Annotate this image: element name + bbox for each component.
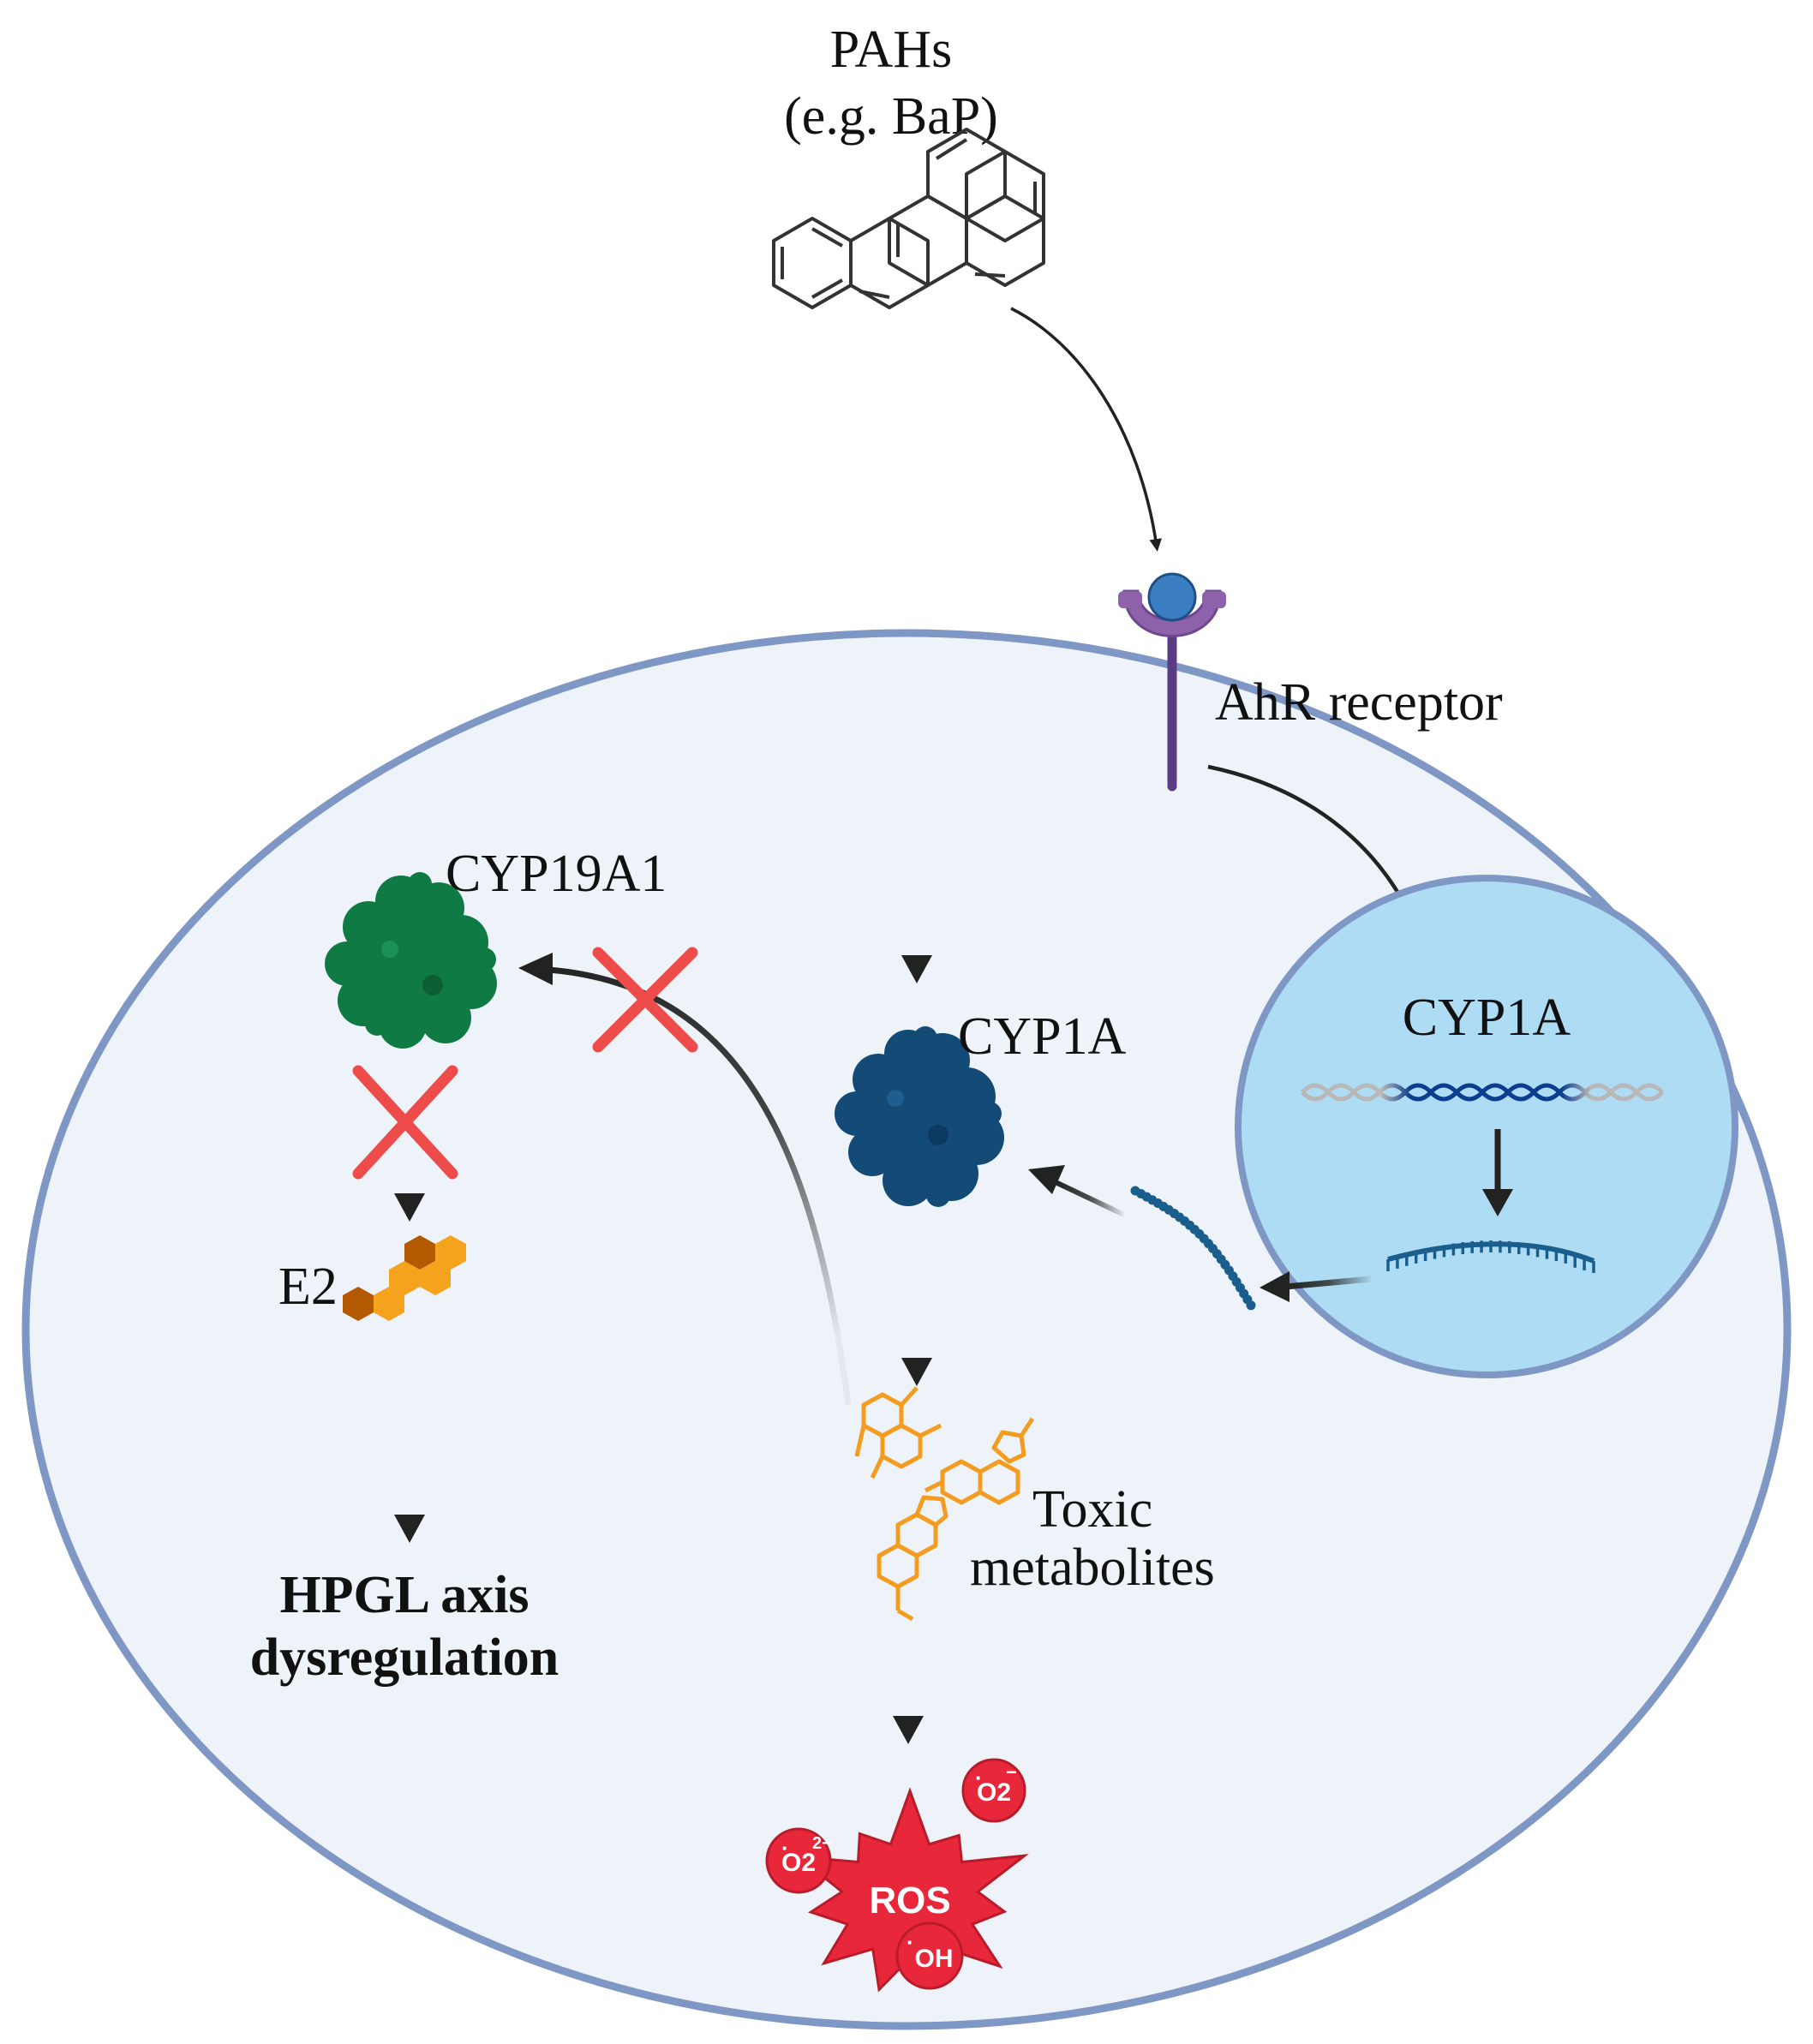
ros-burst-icon: ROS · O2 2− · O2 − · OH bbox=[765, 1758, 1029, 1993]
hpgl-label-line1: HPGL axis bbox=[279, 1566, 529, 1624]
toxic-metabolites-label-line2: metabolites bbox=[970, 1539, 1215, 1597]
svg-text:2−: 2− bbox=[812, 1834, 832, 1853]
cyp19a1-protein-icon bbox=[325, 872, 497, 1049]
toxic-metabolites-icon bbox=[854, 1386, 1035, 1622]
e2-label: E2 bbox=[278, 1258, 338, 1316]
hpgl-label-line2: dysregulation bbox=[250, 1629, 559, 1687]
mrna-in-nucleus-icon bbox=[1386, 1240, 1595, 1273]
arrowhead-transcription bbox=[1482, 1189, 1513, 1216]
benzo-a-pyrene-structure bbox=[772, 128, 1045, 309]
cyp1a-protein-label: CYP1A bbox=[958, 1007, 1127, 1066]
inhibit-cyp19a1-x-icon bbox=[592, 947, 698, 1053]
arrowhead-translation bbox=[1028, 1165, 1065, 1194]
svg-text:OH: OH bbox=[915, 1945, 954, 1973]
ahr-receptor-label: AhR receptor bbox=[1215, 673, 1503, 732]
svg-text:·: · bbox=[975, 1765, 983, 1790]
arrowhead-e2-to-hpgl bbox=[394, 1515, 425, 1543]
cyp19a1-label: CYP19A1 bbox=[446, 845, 667, 903]
pahs-label: PAHs bbox=[830, 21, 952, 79]
arrow-pah-to-ahr bbox=[1010, 307, 1163, 552]
nucleus-cyp1a-gene-label: CYP1A bbox=[1403, 989, 1571, 1047]
arrowhead-metabolites-to-cyp19a1 bbox=[518, 953, 553, 985]
cyp1a-gene-dna-icon bbox=[1301, 1083, 1664, 1102]
inhibit-e2-x-icon bbox=[352, 1065, 458, 1180]
arrowhead-cyp1a-to-metabolites bbox=[901, 1358, 932, 1386]
arrowhead-metabolites-to-ros bbox=[893, 1716, 924, 1744]
svg-text:−: − bbox=[1006, 1761, 1017, 1783]
svg-text:·: · bbox=[906, 1929, 914, 1955]
nucleus bbox=[1235, 875, 1738, 1378]
arrow-mrna-export bbox=[1284, 1276, 1372, 1290]
estradiol-molecule-icon bbox=[343, 1235, 466, 1321]
arrowhead-mrna-export bbox=[1260, 1271, 1289, 1302]
ros-label: ROS bbox=[869, 1880, 950, 1921]
svg-text:O2: O2 bbox=[977, 1778, 1011, 1807]
arrowhead-pah-to-cyp1a bbox=[901, 955, 932, 983]
hydroxyl-radical-icon: · OH bbox=[895, 1921, 964, 1990]
svg-text:·: · bbox=[781, 1835, 789, 1861]
superoxide-right-icon: · O2 − bbox=[961, 1758, 1026, 1823]
cyp1a-protein-icon bbox=[835, 1026, 1004, 1207]
superoxide-left-icon: · O2 2− bbox=[765, 1827, 832, 1894]
svg-text:O2: O2 bbox=[781, 1849, 816, 1877]
arrowhead-cyp19a1-to-e2 bbox=[394, 1193, 425, 1222]
mrna-cytoplasm-icon bbox=[1130, 1186, 1256, 1311]
arrow-translation bbox=[1054, 1180, 1126, 1217]
pahs-example-label: (e.g. BaP) bbox=[784, 87, 998, 146]
toxic-metabolites-label-line1: Toxic bbox=[1032, 1480, 1152, 1539]
ahr-receptor-icon bbox=[1118, 572, 1226, 792]
